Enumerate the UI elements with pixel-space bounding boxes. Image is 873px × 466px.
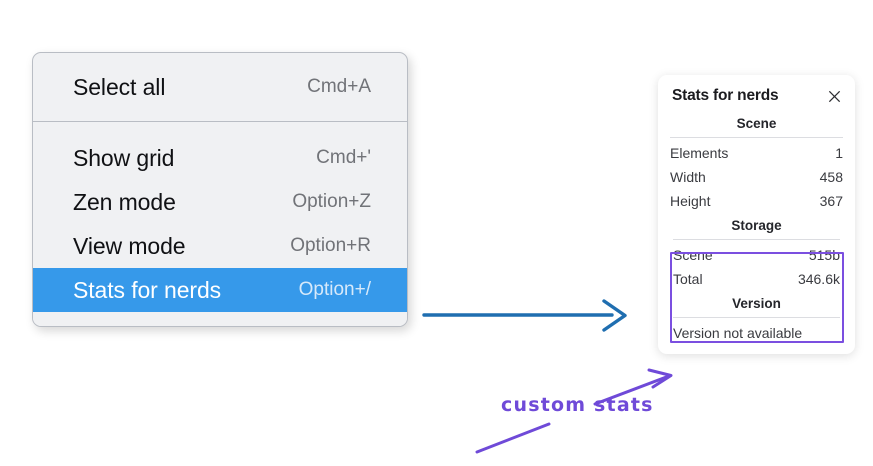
stats-section-storage: Storage Scene 515b Total 346.6k: [670, 213, 843, 291]
section-divider: [670, 137, 843, 138]
version-text: Version not available: [673, 325, 803, 341]
menu-item-label: Select all: [73, 73, 166, 100]
stats-panel-title: Stats for nerds: [672, 87, 779, 104]
custom-stats-arrow-icon: [593, 368, 673, 406]
menu-item-show-grid[interactable]: Show grid Cmd+': [33, 136, 407, 180]
stats-for-nerds-panel: Stats for nerds Scene Elements 1 Width: [658, 75, 855, 354]
custom-stats-underline-icon: [475, 422, 551, 454]
close-icon[interactable]: [827, 89, 842, 104]
menu-item-label: Show grid: [73, 144, 175, 171]
menu-item-label: Zen mode: [73, 188, 176, 215]
stat-key: Total: [673, 271, 703, 287]
menu-group-view: Show grid Cmd+' Zen mode Option+Z View m…: [33, 122, 407, 312]
stat-value: 346.6k: [797, 271, 840, 287]
section-title-version: Version: [732, 296, 781, 311]
menu-item-select-all[interactable]: Select all Cmd+A: [33, 65, 407, 109]
menu-item-label: View mode: [73, 232, 186, 259]
stat-key: Elements: [670, 145, 729, 161]
stats-section-scene: Scene Elements 1 Width 458 Height 367: [670, 111, 843, 213]
context-menu: Select all Cmd+A Show grid Cmd+' Zen mod…: [32, 52, 408, 327]
stat-row-height: Height 367: [670, 189, 843, 213]
menu-item-zen-mode[interactable]: Zen mode Option+Z: [33, 180, 407, 224]
stat-row-storage-total: Total 346.6k: [673, 267, 840, 291]
stat-row-width: Width 458: [670, 165, 843, 189]
menu-group-primary: Select all Cmd+A: [33, 53, 407, 122]
menu-footer-spacer: [33, 312, 407, 326]
menu-item-label: Stats for nerds: [73, 276, 222, 303]
stat-row-elements: Elements 1: [670, 141, 843, 165]
stat-value: 515b: [808, 247, 840, 263]
menu-item-stats-for-nerds[interactable]: Stats for nerds Option+/: [33, 268, 407, 312]
stat-key: Width: [670, 169, 706, 185]
stats-panel-header: Stats for nerds: [658, 85, 855, 111]
section-divider: [673, 239, 840, 240]
stat-key: Height: [670, 193, 711, 209]
custom-stats-annotation-label: custom stats: [501, 394, 654, 416]
menu-item-shortcut: Option+R: [290, 235, 371, 256]
menu-item-shortcut: Cmd+': [316, 147, 371, 168]
stat-row-storage-scene: Scene 515b: [673, 243, 840, 267]
stat-key: Scene: [673, 247, 713, 263]
stat-value: 458: [819, 169, 843, 185]
stats-panel-body: Scene Elements 1 Width 458 Height 367 St…: [658, 111, 855, 342]
menu-item-view-mode[interactable]: View mode Option+R: [33, 224, 407, 268]
section-title-storage: Storage: [731, 218, 782, 233]
menu-item-shortcut: Option+Z: [292, 191, 371, 212]
menu-item-shortcut: Cmd+A: [307, 76, 371, 97]
flow-arrow-icon: [422, 299, 627, 332]
section-divider: [673, 317, 840, 318]
stat-value: 367: [819, 193, 843, 209]
section-title-scene: Scene: [736, 116, 777, 131]
stat-value: 1: [835, 145, 843, 161]
stats-section-version: Version Version not available: [670, 291, 843, 342]
menu-item-shortcut: Option+/: [298, 279, 371, 300]
